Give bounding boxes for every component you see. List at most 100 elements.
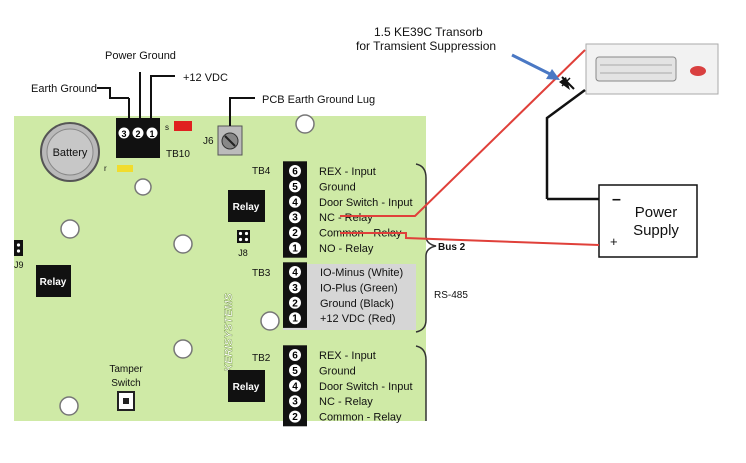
tb2-pin-number: 3 (292, 397, 298, 408)
maglock-magnet (595, 56, 677, 82)
tb2-terminal-label: Door Switch - Input (319, 381, 413, 393)
mount-hole (260, 311, 280, 331)
earth-ground-leader (97, 87, 129, 99)
maglock-logo (690, 66, 706, 76)
tb10-label: TB10 (166, 149, 190, 160)
tb2-pin-circle (289, 395, 301, 408)
tb4-housing (283, 161, 307, 258)
tb2-pin-circle (289, 364, 301, 377)
bus2-brace (415, 163, 437, 333)
tb10-pin (132, 127, 144, 139)
tb4-pin-circle (289, 180, 301, 193)
mount-hole (173, 339, 193, 359)
transorb-diode (559, 76, 575, 90)
tb2-label: TB2 (252, 353, 271, 364)
tb10-pin-2: 2 (135, 129, 140, 139)
tb4-terminal-label: Ground (319, 181, 356, 193)
tb10-pin (146, 127, 158, 139)
ps-minus-terminal: – (612, 191, 621, 208)
plus-12vdc-label: +12 VDC (183, 72, 228, 84)
tb3-pin-number: 2 (292, 298, 298, 309)
relay-tb2 (228, 370, 265, 402)
tamper-label-2: Switch (111, 378, 140, 389)
mount-hole (173, 234, 193, 254)
tb4-pin-number: 1 (292, 244, 298, 255)
tb2-pin-circle (289, 349, 301, 361)
tb2-terminal-label: REX - Input (319, 350, 376, 362)
wire-nc-relay (340, 49, 586, 217)
relay-left (36, 265, 71, 297)
tb10-pin-1: 1 (149, 129, 154, 139)
power-supply-label-1: Power (635, 204, 678, 221)
tb4-pin-number: 2 (292, 228, 298, 239)
plus-12vdc-leader (150, 75, 175, 98)
transorb-label-2: for Tramsient Suppression (356, 39, 496, 53)
lug-leader (229, 97, 255, 126)
j8-header (237, 230, 250, 243)
battery-inner (46, 128, 94, 176)
j9-label: J9 (14, 260, 24, 270)
tb4-label: TB4 (252, 166, 271, 177)
brand-logo: KERISYSTEMS (223, 292, 235, 372)
power-supply (598, 184, 698, 258)
tb2-pin-number: 2 (292, 412, 298, 423)
relay-main-label: Relay (233, 202, 260, 213)
bus2-label: Bus 2 (438, 242, 466, 253)
pcb-lug-label: PCB Earth Ground Lug (262, 94, 375, 106)
tb2-terminal-label: NC - Relay (319, 396, 373, 408)
tb4-pin-circle (289, 195, 301, 208)
tb2-terminal-label: Ground (319, 365, 356, 377)
relay-tb2-label: Relay (233, 382, 260, 393)
tb3-terminal-label: IO-Minus (White) (320, 267, 403, 279)
red-led (174, 121, 192, 131)
tb3-pin-circle (289, 266, 301, 278)
wire-minus-to-lock (545, 88, 586, 199)
tamper-label-1: Tamper (109, 364, 143, 375)
transorb-label-1: 1.5 KE39C Transorb (374, 25, 483, 39)
transorb-arrow (511, 53, 553, 77)
tb4-pin-number: 3 (292, 213, 298, 224)
tb2-pin-number: 4 (292, 381, 298, 392)
power-ground-label: Power Ground (105, 50, 176, 62)
tb3-terminal-label: Ground (Black) (320, 298, 394, 310)
mount-hole (60, 219, 80, 239)
transorb-arrow-head (546, 69, 560, 80)
mount-hole (59, 396, 79, 416)
tb3-pin-number: 4 (292, 268, 298, 279)
tb4-pin-number: 5 (292, 182, 298, 193)
tb10-pin (118, 127, 130, 139)
relay-left-label: Relay (40, 277, 67, 288)
tb3-pin-circle (289, 281, 301, 294)
j8-label: J8 (238, 248, 248, 258)
tb3-terminal-label: +12 VDC (Red) (320, 313, 396, 325)
earth-ground-label: Earth Ground (31, 83, 97, 95)
bus-brace-lower (415, 345, 427, 421)
tamper-switch-knob (123, 398, 129, 404)
j9-header (14, 240, 23, 256)
rs485-label: RS-485 (434, 290, 468, 301)
lug-screw-slot (224, 135, 236, 147)
tb4-pin-number: 4 (292, 197, 298, 208)
r-label: r (104, 164, 107, 173)
ps-plus-terminal: + (610, 234, 618, 249)
tb3-pin-number: 3 (292, 283, 298, 294)
tb4-pin-circle (289, 165, 301, 177)
tb2-pin-number: 6 (292, 351, 298, 362)
tb10-pin-3: 3 (121, 129, 126, 139)
tb3-pin-circle (289, 312, 301, 325)
power-supply-label-2: Supply (633, 222, 679, 239)
tb3-pin-circle (289, 296, 301, 309)
wire-common-relay (340, 232, 600, 246)
yellow-led (117, 165, 133, 172)
s-label: s (165, 123, 169, 132)
tb3-label: TB3 (252, 268, 271, 279)
tb2-terminal-label: Common - Relay (319, 412, 402, 424)
tb4-pin-circle (289, 242, 301, 254)
tb2-pin-circle (289, 410, 301, 423)
tb3-terminal-label: IO-Plus (Green) (320, 282, 398, 294)
j6-label: J6 (203, 136, 214, 147)
battery-label: Battery (53, 147, 88, 159)
tb4-terminal-label: NC - Relay (319, 212, 373, 224)
